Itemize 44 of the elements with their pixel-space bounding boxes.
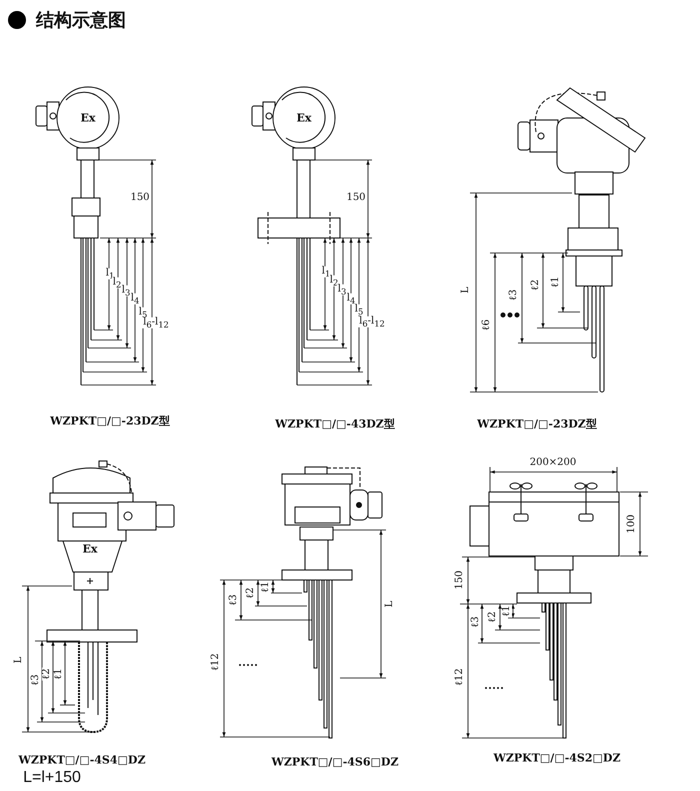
dimension-label: l$_{4}$ <box>130 293 140 305</box>
dimension-label: ℓ1 <box>54 667 64 681</box>
dimension-label: l$_{3}$ <box>336 284 348 296</box>
dimension-label: ℓ6 <box>482 318 492 332</box>
dimension-label: ℓ1 <box>261 580 271 594</box>
dimension-label: ℓ3 <box>471 615 481 629</box>
model-caption: WZPKT□/□-4S2□DZ <box>492 752 622 764</box>
dimension-label: ℓ2 <box>42 667 52 681</box>
model-caption: WZPKT□/□-43DZ型 <box>274 418 396 430</box>
dimension-label: ℓ2 <box>488 610 498 624</box>
dimension-label: ℓ1 <box>551 275 561 289</box>
dimension-label: 150 <box>455 569 465 591</box>
dimension-label: l$_{4}$ <box>346 293 356 305</box>
dimension-label: 200×200 <box>528 458 578 468</box>
dimension-label: 150 <box>129 193 151 203</box>
mark-label: Ex <box>82 544 98 554</box>
dimension-label: L <box>14 656 24 664</box>
dimension-label: l$_{5}$ <box>138 307 148 319</box>
formula-text: L=l+150 <box>22 770 82 786</box>
dimension-label: 100 <box>627 513 637 535</box>
dimension-label: l$_{1}$ <box>320 266 332 278</box>
dimension-label: l$_{5}$ <box>354 304 364 316</box>
model-caption: WZPKT□/□-4S4□DZ <box>18 754 146 766</box>
model-caption: WZPKT□/□-4S6□DZ <box>270 756 400 768</box>
dimension-label: 150 <box>345 193 367 203</box>
dimension-label: ℓ12 <box>211 652 221 672</box>
model-caption: WZPKT□/□-23DZ型 <box>476 418 598 430</box>
dimension-label: l$_{3}$ <box>120 285 132 297</box>
dimension-label: ℓ1 <box>502 604 512 618</box>
dimension-label: L <box>385 600 395 608</box>
dimension-label: ℓ3 <box>31 673 41 687</box>
heading: 结构示意图 <box>36 9 126 32</box>
dimension-label: l$_{6}$-l$_{12}$ <box>142 317 170 329</box>
dimension-label: ℓ3 <box>509 288 519 302</box>
dimension-label: ℓ2 <box>246 586 256 600</box>
dimension-label: l$_{6}$-l$_{12}$ <box>358 316 386 328</box>
dimension-label: ℓ12 <box>455 667 465 687</box>
dimension-label: ℓ3 <box>229 593 239 607</box>
model-caption: WZPKT□/□-23DZ型 <box>49 416 171 426</box>
dimension-label: l$_{2}$ <box>112 277 122 289</box>
dimension-label: ℓ2 <box>531 278 541 292</box>
dimension-label: L <box>461 286 471 294</box>
mark-label: Ex <box>296 112 312 124</box>
mark-label: Ex <box>80 112 96 124</box>
